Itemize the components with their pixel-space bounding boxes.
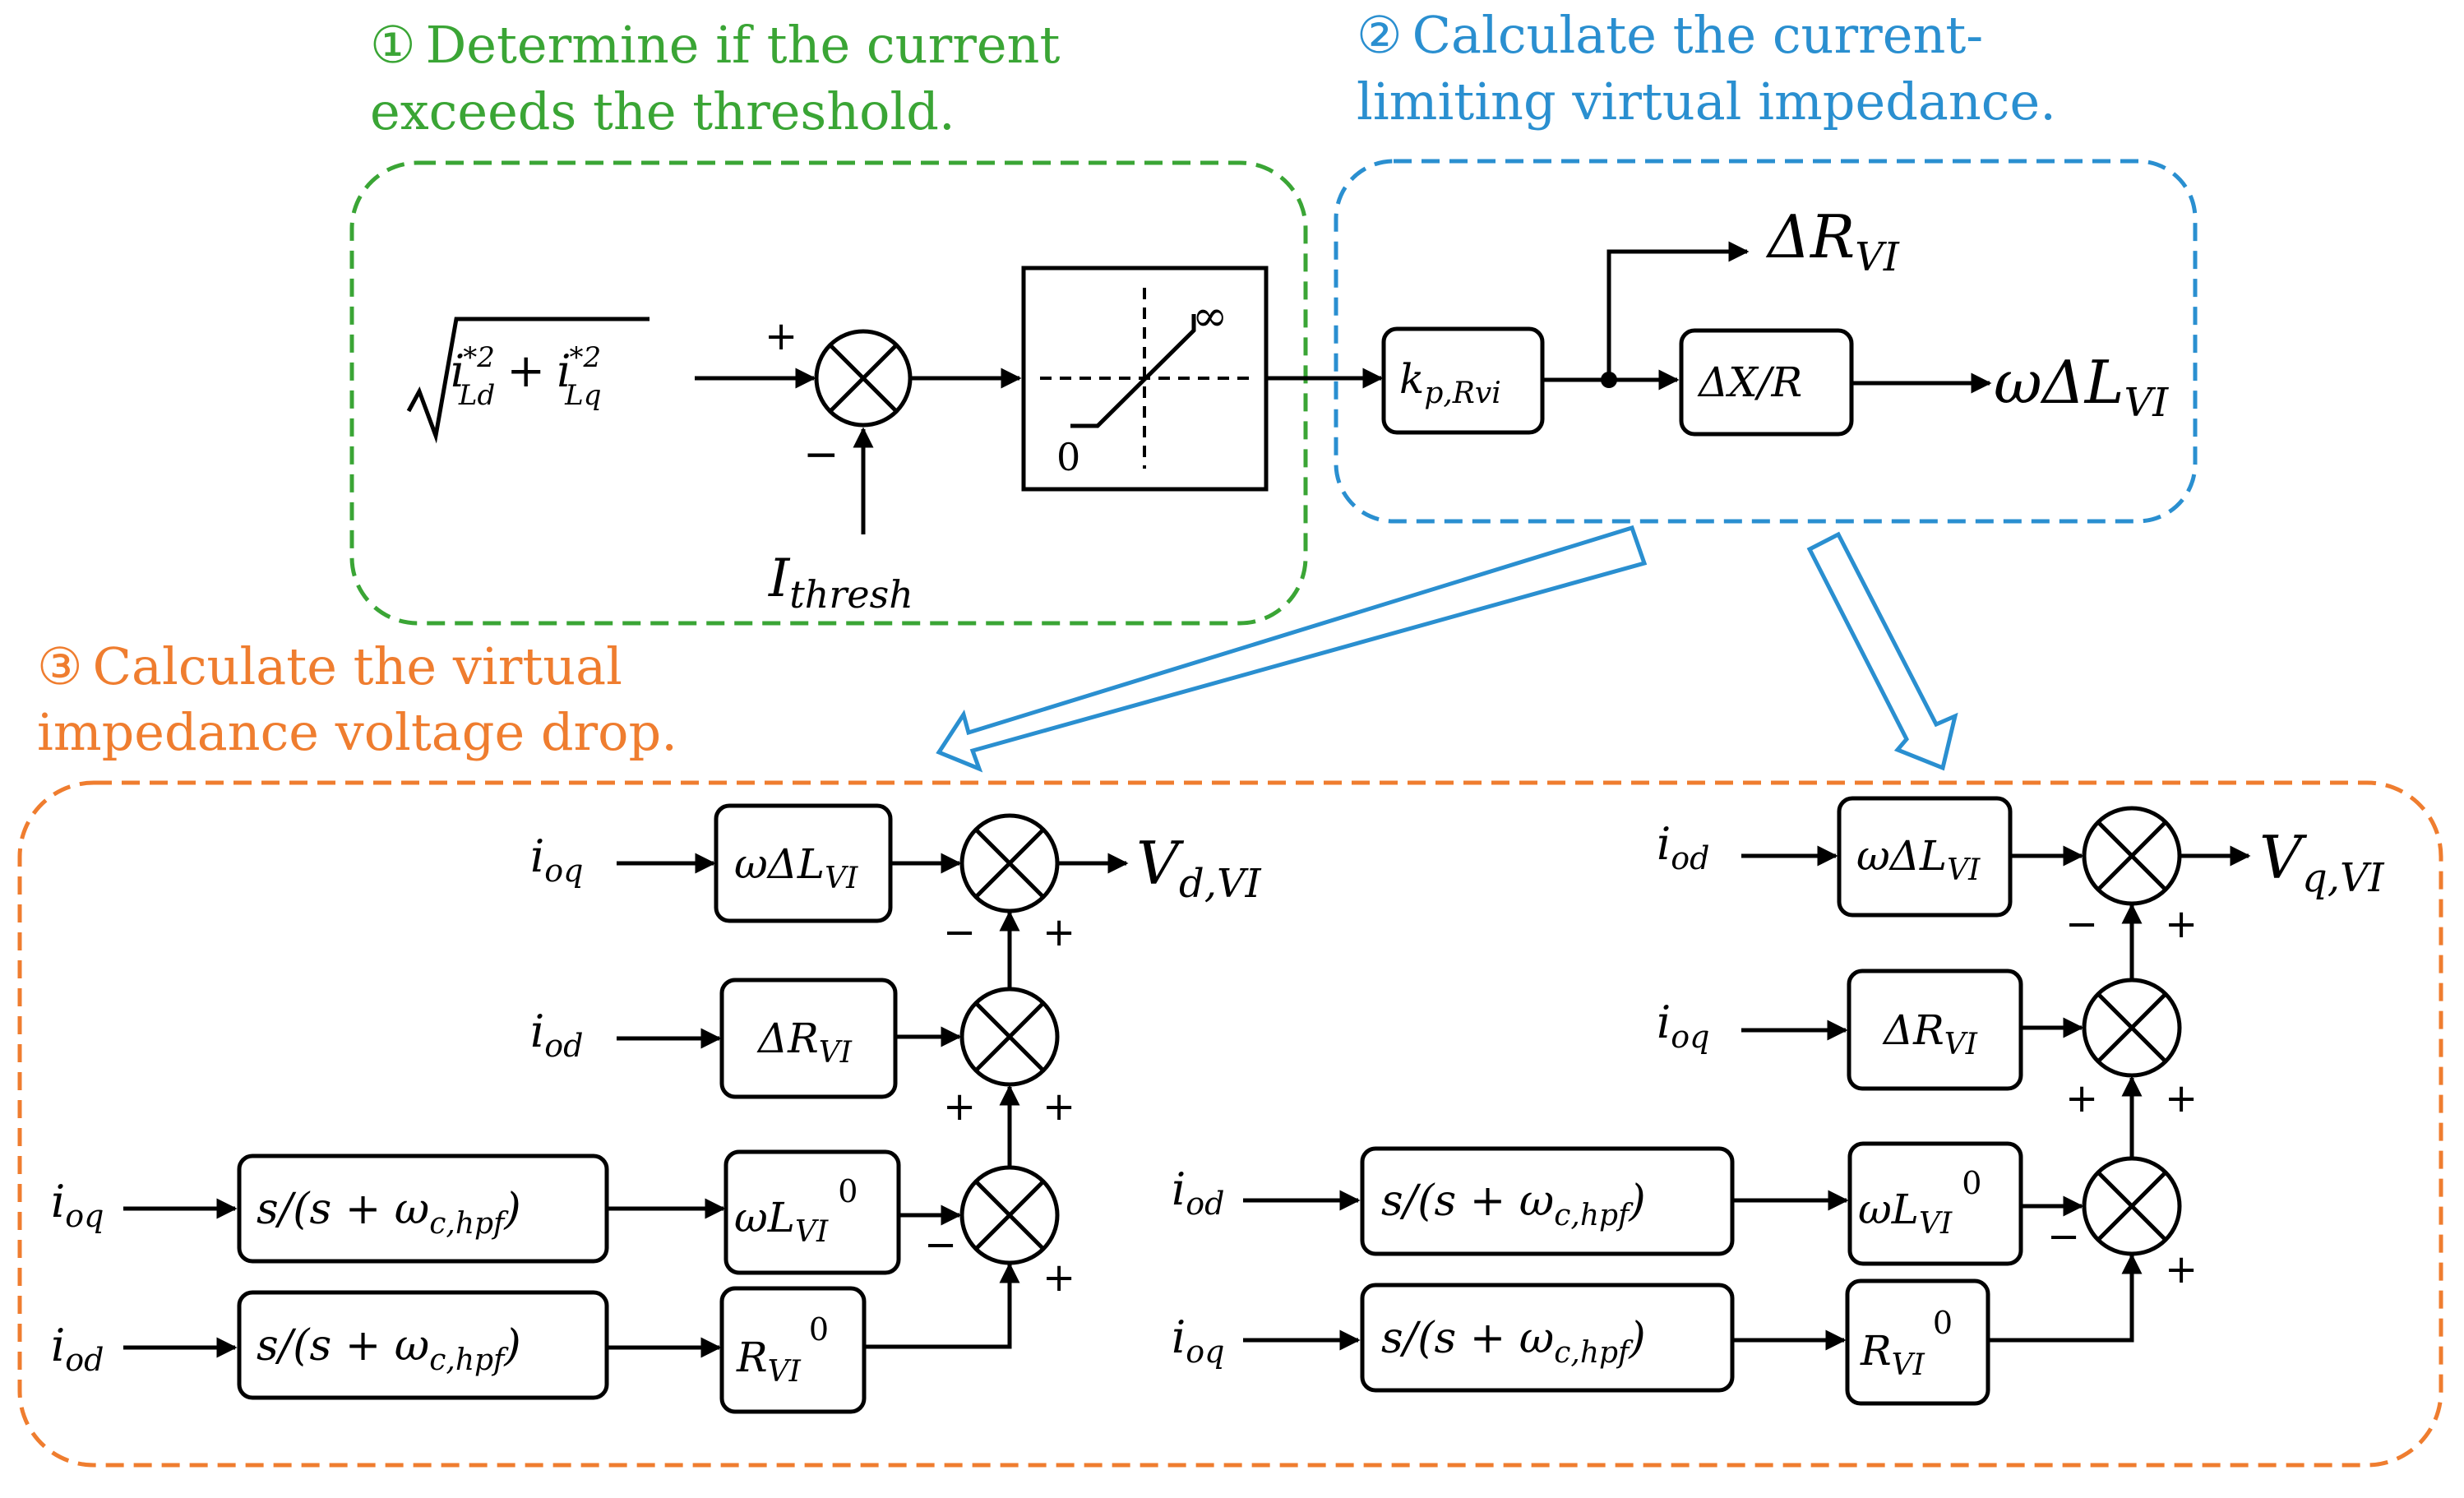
flow-arrow-left bbox=[936, 525, 1648, 773]
vq-sign-top-plus: + bbox=[2165, 901, 2198, 947]
vd-sign-top-minus: − bbox=[943, 909, 976, 955]
caption-step2-line2: limiting virtual impedance. bbox=[1357, 72, 2056, 132]
ratio-block-dx-over-r: ΔX/R bbox=[1679, 328, 1854, 437]
vd-input-row4: iod bbox=[51, 1320, 104, 1378]
svg-text:ioq: ioq bbox=[530, 830, 583, 889]
vq-sign-bottom-minus: − bbox=[2047, 1214, 2080, 1260]
vd-sum-bottom bbox=[959, 1165, 1060, 1265]
sign-plus-step1: + bbox=[765, 313, 797, 359]
wire-vq-r0-to-sum bbox=[1988, 1253, 2143, 1343]
svg-text:iod: iod bbox=[1657, 818, 1709, 876]
vd-sum-middle bbox=[959, 987, 1060, 1087]
svg-text:ΔX/R: ΔX/R bbox=[1697, 358, 1802, 406]
vq-input-row4: ioq bbox=[1172, 1311, 1224, 1370]
svg-text:ωLVI0: ωLVI0 bbox=[1858, 1165, 1981, 1241]
vd-input-row3: ioq bbox=[51, 1176, 104, 1234]
vd-output-label: Vd,VI bbox=[1136, 829, 1262, 907]
vd-block-hpf-2: s/(s + ωc,hpf) bbox=[237, 1290, 609, 1400]
vq-sum-bottom bbox=[2082, 1156, 2182, 1256]
vd-block-omega-l0: ωLVI0 bbox=[723, 1149, 901, 1275]
output-omega-delta-l: ωΔLVI bbox=[1994, 348, 2169, 426]
threshold-label: Ithresh bbox=[768, 548, 913, 617]
svg-text:iod: iod bbox=[1172, 1163, 1224, 1222]
vd-block-omega-delta-l: ωΔLVI bbox=[714, 803, 893, 923]
vq-block-r0: RVI0 bbox=[1845, 1278, 1990, 1406]
caption-step3-line2: impedance voltage drop. bbox=[37, 702, 677, 762]
vq-sign-bottom-plus: + bbox=[2165, 1246, 2198, 1292]
vd-block-delta-r: ΔRVI bbox=[719, 978, 898, 1099]
svg-text:ωΔLVI: ωΔLVI bbox=[734, 840, 858, 895]
vq-block-omega-delta-l: ωΔLVI bbox=[1837, 796, 2013, 918]
svg-text:ωΔLVI: ωΔLVI bbox=[1856, 832, 1981, 887]
output-delta-r: ΔRVI bbox=[1765, 202, 1900, 280]
vq-sign-top-minus: − bbox=[2065, 901, 2098, 947]
vq-output-label: Vq,VI bbox=[2259, 823, 2385, 901]
vq-sign-mid-plus-left: + bbox=[2065, 1075, 2098, 1121]
vd-input-row2: iod bbox=[530, 1006, 583, 1064]
gain-block-kp: kp,Rvi bbox=[1381, 326, 1545, 435]
vd-sign-bottom-plus: + bbox=[1042, 1255, 1075, 1301]
flow-arrow-right bbox=[1806, 531, 1958, 771]
sign-minus-step1: − bbox=[803, 430, 839, 479]
svg-text:ΔRVI: ΔRVI bbox=[1882, 1006, 1978, 1061]
svg-text:RVI0: RVI0 bbox=[1860, 1305, 1953, 1382]
wire-vd-r0-to-sum bbox=[864, 1262, 1020, 1349]
svg-text:s/(s + ωc,hpf): s/(s + ωc,hpf) bbox=[257, 1321, 521, 1377]
svg-text:∞: ∞ bbox=[1192, 292, 1227, 341]
vq-block-delta-r: ΔRVI bbox=[1847, 969, 2023, 1091]
svg-text:kp,Rvi: kp,Rvi bbox=[1399, 355, 1501, 410]
wire-branch-to-delta-r bbox=[1606, 241, 1750, 380]
vq-block-omega-l0: ωLVI0 bbox=[1847, 1141, 2023, 1266]
summing-junction-step1 bbox=[814, 329, 913, 428]
svg-text:i*2Ld+i*2Lq: i*2Ld+i*2Lq bbox=[451, 341, 601, 412]
group-frame-step1 bbox=[349, 160, 1308, 626]
svg-text:ioq: ioq bbox=[1657, 996, 1709, 1055]
vq-input-row2: ioq bbox=[1657, 996, 1709, 1055]
svg-text:ωLVI0: ωLVI0 bbox=[734, 1173, 858, 1249]
caption-step1-line2: exceeds the threshold. bbox=[370, 81, 955, 141]
vq-input-row3: iod bbox=[1172, 1163, 1224, 1222]
vq-sum-top bbox=[2082, 806, 2182, 906]
vd-sign-mid-plus-left: + bbox=[943, 1084, 976, 1130]
vd-sign-top-plus: + bbox=[1042, 909, 1075, 955]
svg-text:iod: iod bbox=[51, 1320, 104, 1378]
svg-text:RVI0: RVI0 bbox=[736, 1311, 829, 1389]
svg-text:s/(s + ωc,hpf): s/(s + ωc,hpf) bbox=[1381, 1314, 1646, 1370]
vq-sum-middle bbox=[2082, 978, 2182, 1078]
limiter-block: 0 ∞ bbox=[1021, 266, 1269, 492]
svg-text:0: 0 bbox=[1056, 435, 1080, 479]
svg-text:s/(s + ωc,hpf): s/(s + ωc,hpf) bbox=[1381, 1177, 1646, 1232]
svg-text:ioq: ioq bbox=[51, 1176, 104, 1234]
svg-text:s/(s + ωc,hpf): s/(s + ωc,hpf) bbox=[257, 1185, 521, 1241]
vd-sum-top bbox=[959, 813, 1060, 913]
vq-sign-mid-plus-right: + bbox=[2165, 1075, 2198, 1121]
vd-sign-bottom-minus: − bbox=[924, 1222, 957, 1268]
group-frame-step2 bbox=[1334, 159, 2198, 524]
vd-input-row1: ioq bbox=[530, 830, 583, 889]
svg-text:ioq: ioq bbox=[1172, 1311, 1224, 1370]
vd-sign-mid-plus-right: + bbox=[1042, 1084, 1075, 1130]
vq-block-hpf-2: s/(s + ωc,hpf) bbox=[1360, 1283, 1735, 1393]
vd-block-r0: RVI0 bbox=[719, 1286, 867, 1414]
svg-text:ΔRVI: ΔRVI bbox=[756, 1015, 853, 1070]
group-frame-step3 bbox=[17, 780, 2443, 1468]
vd-block-hpf-1: s/(s + ωc,hpf) bbox=[237, 1154, 609, 1264]
vq-input-row1: iod bbox=[1657, 818, 1709, 876]
svg-text:iod: iod bbox=[530, 1006, 583, 1064]
vq-block-hpf-1: s/(s + ωc,hpf) bbox=[1360, 1146, 1735, 1256]
